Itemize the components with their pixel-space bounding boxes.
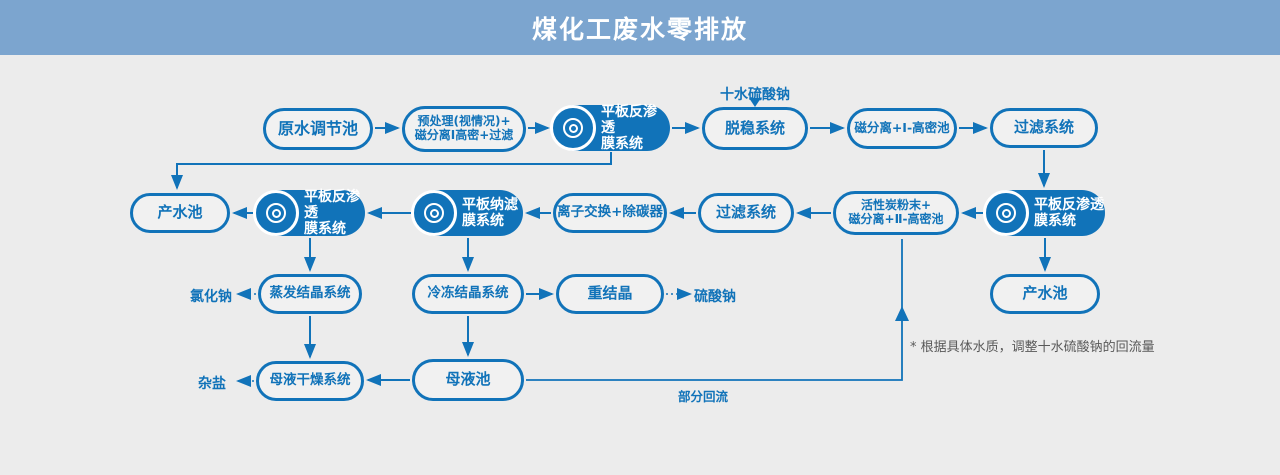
membrane-disc-icon <box>983 190 1029 236</box>
label-misc-salt: 杂盐 <box>198 376 226 392</box>
node-label: 过滤系统 <box>715 203 776 222</box>
label-sodium-sulfate-decahydrate: 十水硫酸钠 <box>720 87 790 103</box>
arrow-additive-into-destab <box>749 98 761 107</box>
label-sodium-sulfate: 硫酸钠 <box>694 289 736 305</box>
node-product-water-pool-2: 产水池 <box>990 274 1100 314</box>
node-mother-liquor-pool: 母液池 <box>412 359 524 401</box>
node-raw-water-pool: 原水调节池 <box>263 108 373 150</box>
arrow-reflux-up <box>895 306 909 321</box>
label-partial-reflux: 部分回流 <box>678 389 729 404</box>
page-title: 煤化工废水零排放 <box>531 14 748 44</box>
node-label: 冷冻结晶系统 <box>427 285 509 302</box>
node-label: 平板纳滤 膜系统 <box>462 196 518 229</box>
footnote: * 根据具体水质，调整十水硫酸钠的回流量 <box>910 340 1155 355</box>
node-evaporation-crystallization: 蒸发结晶系统 <box>258 274 362 314</box>
header-bar: 煤化工废水零排放 <box>0 0 1280 55</box>
node-mother-liquor-drying: 母液干燥系统 <box>256 361 364 401</box>
node-destabilization-system: 脱稳系统 <box>702 107 808 150</box>
node-label: 平板反渗透 膜系统 <box>601 103 657 153</box>
node-label: 预处理(视情况)+ 磁分离Ⅰ高密+过滤 <box>414 114 514 142</box>
node-label: 活性炭粉末+ 磁分离+Ⅱ-高密池 <box>848 198 944 226</box>
node-label: 离子交换+除碳器 <box>557 204 663 221</box>
node-freezing-crystallization: 冷冻结晶系统 <box>412 274 524 314</box>
node-flat-nf-membrane: 平板纳滤 膜系统 <box>411 190 523 236</box>
membrane-disc-icon <box>550 105 596 151</box>
node-label: 平板反渗透 膜系统 <box>304 188 360 238</box>
node-filter-system-1: 过滤系统 <box>990 108 1098 148</box>
membrane-disc-icon <box>253 190 299 236</box>
node-label: 脱稳系统 <box>724 118 785 137</box>
node-product-water-pool-1: 产水池 <box>130 193 230 233</box>
node-flat-ro-membrane-2: 平板反渗透 膜系统 <box>253 188 365 238</box>
node-label: 平板反渗透 膜系统 <box>1034 196 1104 229</box>
node-activated-carbon-mag-hd2: 活性炭粉末+ 磁分离+Ⅱ-高密池 <box>833 191 959 235</box>
node-label: 母液池 <box>445 370 491 389</box>
node-recrystallization: 重结晶 <box>556 274 664 314</box>
line-ro1-permeate-to-prodpool <box>171 152 612 190</box>
node-label: 磁分离+Ⅰ-高密池 <box>854 120 950 136</box>
node-flat-ro-membrane-3: 平板反渗透 膜系统 <box>983 190 1105 236</box>
node-label: 产水池 <box>157 203 203 222</box>
node-label: 母液干燥系统 <box>269 372 351 389</box>
node-label: 重结晶 <box>587 284 633 303</box>
node-label: 过滤系统 <box>1013 118 1074 137</box>
label-sodium-chloride: 氯化钠 <box>190 289 232 305</box>
node-flat-ro-membrane-1: 平板反渗透 膜系统 <box>550 103 670 153</box>
node-magnetic-separation-hd1: 磁分离+Ⅰ-高密池 <box>847 108 957 149</box>
node-ion-exchange-decarbonizer: 离子交换+除碳器 <box>553 193 667 233</box>
membrane-disc-icon <box>411 190 457 236</box>
node-label: 原水调节池 <box>277 118 358 138</box>
node-filter-system-2: 过滤系统 <box>698 193 794 233</box>
line-partial-reflux <box>526 239 903 381</box>
node-label: 产水池 <box>1022 284 1068 303</box>
node-pretreatment: 预处理(视情况)+ 磁分离Ⅰ高密+过滤 <box>402 106 526 152</box>
node-label: 蒸发结晶系统 <box>269 285 351 302</box>
